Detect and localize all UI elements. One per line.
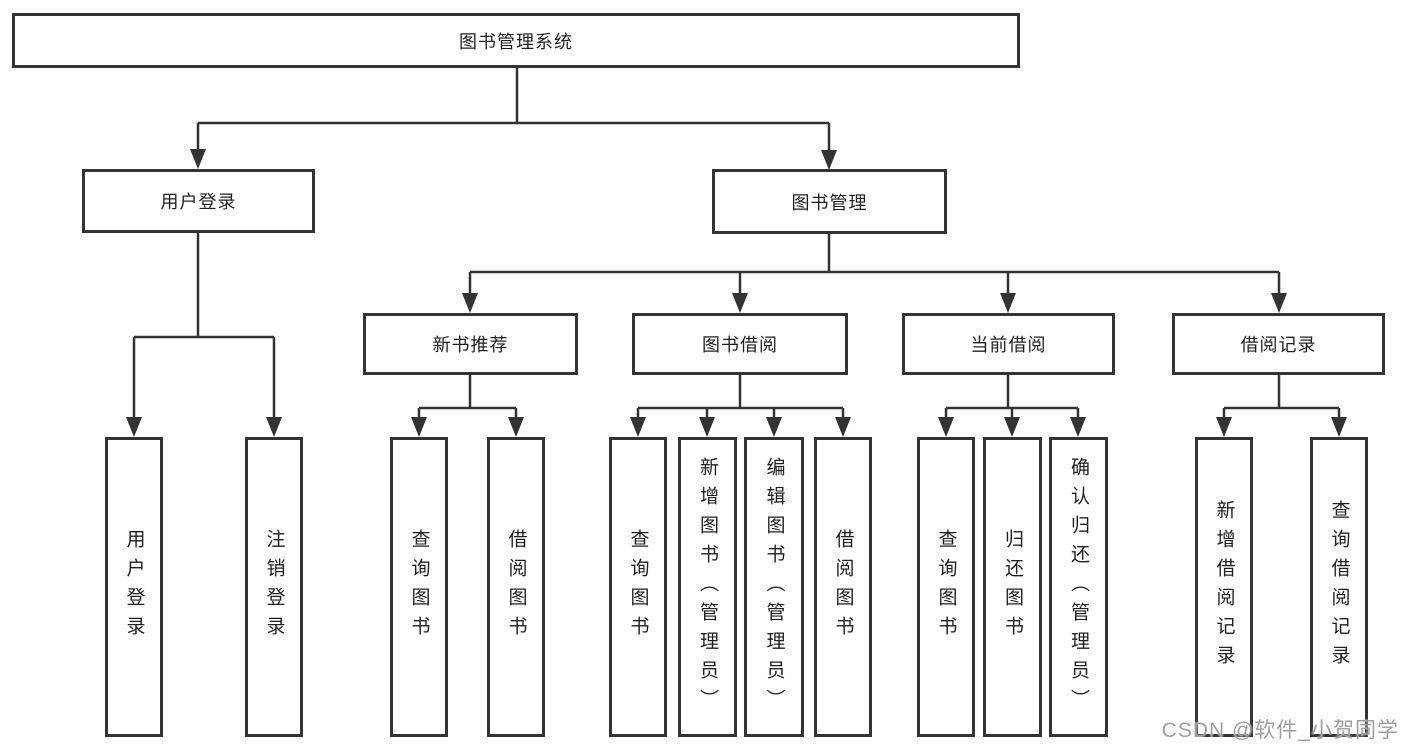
leaf-recommend-query-books-label: 查询图书 — [408, 529, 430, 645]
leaf-logout: 注销登录 — [245, 437, 303, 737]
leaf-return-books-label: 归还图书 — [1002, 529, 1023, 645]
leaf-borrow-books-label: 借阅图书 — [832, 529, 854, 645]
leaf-confirm-return-admin: 确认归还（管理员） — [1049, 437, 1108, 737]
leaf-recommend-borrow-books: 借阅图书 — [487, 437, 545, 737]
leaf-logout-label: 注销登录 — [263, 529, 285, 645]
leaf-borrow-books: 借阅图书 — [814, 437, 872, 737]
leaf-add-books-admin-label: 新增图书（管理员） — [697, 456, 718, 718]
node-root: 图书管理系统 — [12, 13, 1020, 68]
leaf-add-borrow-record-label: 新增借阅记录 — [1213, 500, 1235, 674]
node-book-borrow-label: 图书借阅 — [702, 335, 778, 355]
node-user-login-label: 用户登录 — [160, 192, 237, 212]
leaf-borrow-query-books: 查询图书 — [609, 437, 667, 737]
node-book-management-label: 图书管理 — [791, 192, 868, 213]
node-new-book-recommend: 新书推荐 — [363, 313, 578, 375]
leaf-add-books-admin: 新增图书（管理员） — [678, 437, 737, 737]
leaf-add-borrow-record: 新增借阅记录 — [1195, 437, 1253, 737]
node-user-login: 用户登录 — [82, 169, 315, 233]
leaf-query-borrow-record-label: 查询借阅记录 — [1328, 500, 1350, 674]
node-borrow-records: 借阅记录 — [1172, 313, 1385, 375]
leaf-current-query-books: 查询图书 — [917, 437, 975, 737]
node-current-borrow: 当前借阅 — [902, 313, 1115, 375]
node-book-borrow: 图书借阅 — [632, 313, 848, 375]
leaf-recommend-query-books: 查询图书 — [390, 437, 448, 737]
leaf-query-borrow-record: 查询借阅记录 — [1310, 437, 1368, 737]
leaf-edit-books-admin: 编辑图书（管理员） — [744, 437, 804, 737]
leaf-recommend-borrow-books-label: 借阅图书 — [505, 529, 527, 645]
leaf-confirm-return-admin-label: 确认归还（管理员） — [1068, 456, 1089, 718]
node-book-management: 图书管理 — [712, 169, 947, 234]
leaf-user-login: 用户登录 — [105, 437, 163, 737]
leaf-user-login-label: 用户登录 — [123, 529, 145, 645]
leaf-edit-books-admin-label: 编辑图书（管理员） — [763, 456, 785, 718]
node-root-label: 图书管理系统 — [459, 31, 573, 52]
leaf-current-query-books-label: 查询图书 — [935, 529, 957, 645]
leaf-return-books: 归还图书 — [983, 437, 1042, 737]
node-borrow-records-label: 借阅记录 — [1240, 335, 1317, 355]
node-current-borrow-label: 当前借阅 — [970, 335, 1047, 355]
node-new-book-recommend-label: 新书推荐 — [432, 335, 509, 355]
leaf-borrow-query-books-label: 查询图书 — [627, 529, 649, 645]
arrowheads — [126, 149, 1347, 437]
